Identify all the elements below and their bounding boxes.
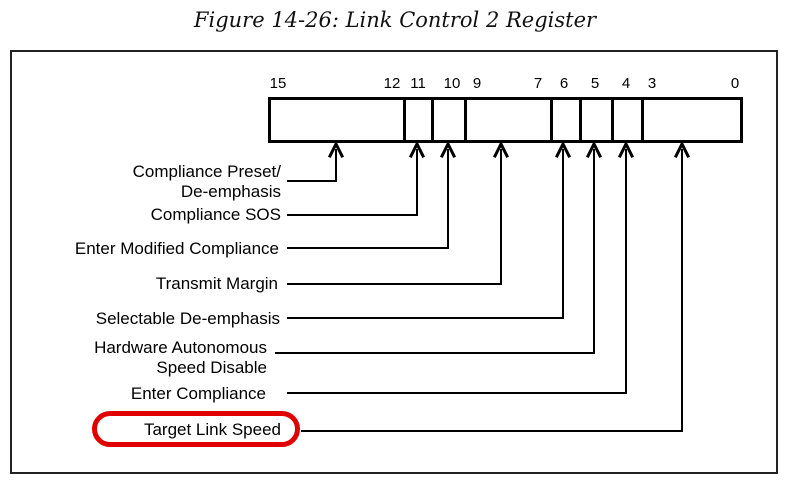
arrowhead-bits-3-0 (673, 140, 691, 159)
arrowhead-bit-6 (554, 140, 572, 159)
bit-number-10: 10 (443, 75, 461, 92)
connector-hw-autonomous-speed-disable (275, 149, 595, 354)
bit-number-4: 4 (621, 75, 631, 92)
register-box (268, 97, 743, 143)
diagram-frame (10, 50, 778, 474)
bit-number-7: 7 (533, 75, 543, 92)
bit-number-9: 9 (472, 75, 482, 92)
label-hw-autonomous-speed-disable: Hardware Autonomous Speed Disable (94, 338, 267, 378)
label-enter-compliance: Enter Compliance (131, 384, 266, 404)
label-line: Enter Compliance (130, 384, 266, 403)
label-selectable-de-emphasis: Selectable De-emphasis (96, 309, 280, 329)
label-line: Transmit Margin (155, 274, 278, 293)
bit-number-12: 12 (383, 75, 401, 92)
connector-selectable-de-emphasis (287, 149, 564, 319)
label-compliance-preset: Compliance Preset/ De-emphasis (133, 162, 281, 202)
connector-enter-compliance (287, 149, 627, 394)
field-divider-6-5 (579, 100, 582, 140)
label-line: Speed Disable (156, 358, 267, 377)
label-compliance-sos: Compliance SOS (151, 205, 281, 225)
field-divider-5-4 (611, 100, 614, 140)
field-divider-7-6 (550, 100, 553, 140)
bit-number-11: 11 (410, 75, 426, 92)
field-divider-12-11 (403, 100, 406, 140)
bit-number-15: 15 (269, 75, 287, 92)
arrowhead-bits-9-7 (492, 140, 510, 159)
label-line: De-emphasis (180, 182, 281, 201)
arrowhead-bit-4 (617, 140, 635, 159)
bit-number-3: 3 (647, 75, 657, 92)
arrowhead-bits-15-12 (327, 140, 345, 159)
figure-title: Figure 14-26: Link Control 2 Register (193, 8, 597, 32)
connector-enter-modified-compliance (287, 149, 449, 249)
connector-transmit-margin (287, 149, 502, 285)
connector-target-link-speed (301, 149, 683, 432)
label-line: Target Link Speed (143, 420, 281, 439)
field-divider-4-3 (641, 100, 644, 140)
label-enter-modified-compliance: Enter Modified Compliance (75, 239, 279, 259)
field-divider-10-9 (464, 100, 467, 140)
label-line: Compliance Preset/ (132, 162, 281, 181)
bit-number-5: 5 (590, 75, 600, 92)
label-line: Compliance SOS (150, 205, 281, 224)
label-line: Enter Modified Compliance (74, 239, 279, 258)
bit-number-6: 6 (559, 75, 569, 92)
connector-compliance-sos (287, 149, 418, 216)
label-transmit-margin: Transmit Margin (156, 274, 278, 294)
label-line: Hardware Autonomous (94, 338, 267, 357)
label-line: Selectable De-emphasis (95, 309, 280, 328)
target-link-speed-highlight-ring (92, 411, 300, 447)
label-target-link-speed: Target Link Speed (144, 420, 281, 440)
bit-number-0: 0 (730, 75, 740, 92)
arrowhead-bit-10 (439, 140, 457, 159)
arrowhead-bit-5 (585, 140, 603, 159)
arrowhead-bit-11 (408, 140, 426, 159)
field-divider-11-10 (431, 100, 434, 140)
connector-compliance-preset (287, 149, 337, 182)
